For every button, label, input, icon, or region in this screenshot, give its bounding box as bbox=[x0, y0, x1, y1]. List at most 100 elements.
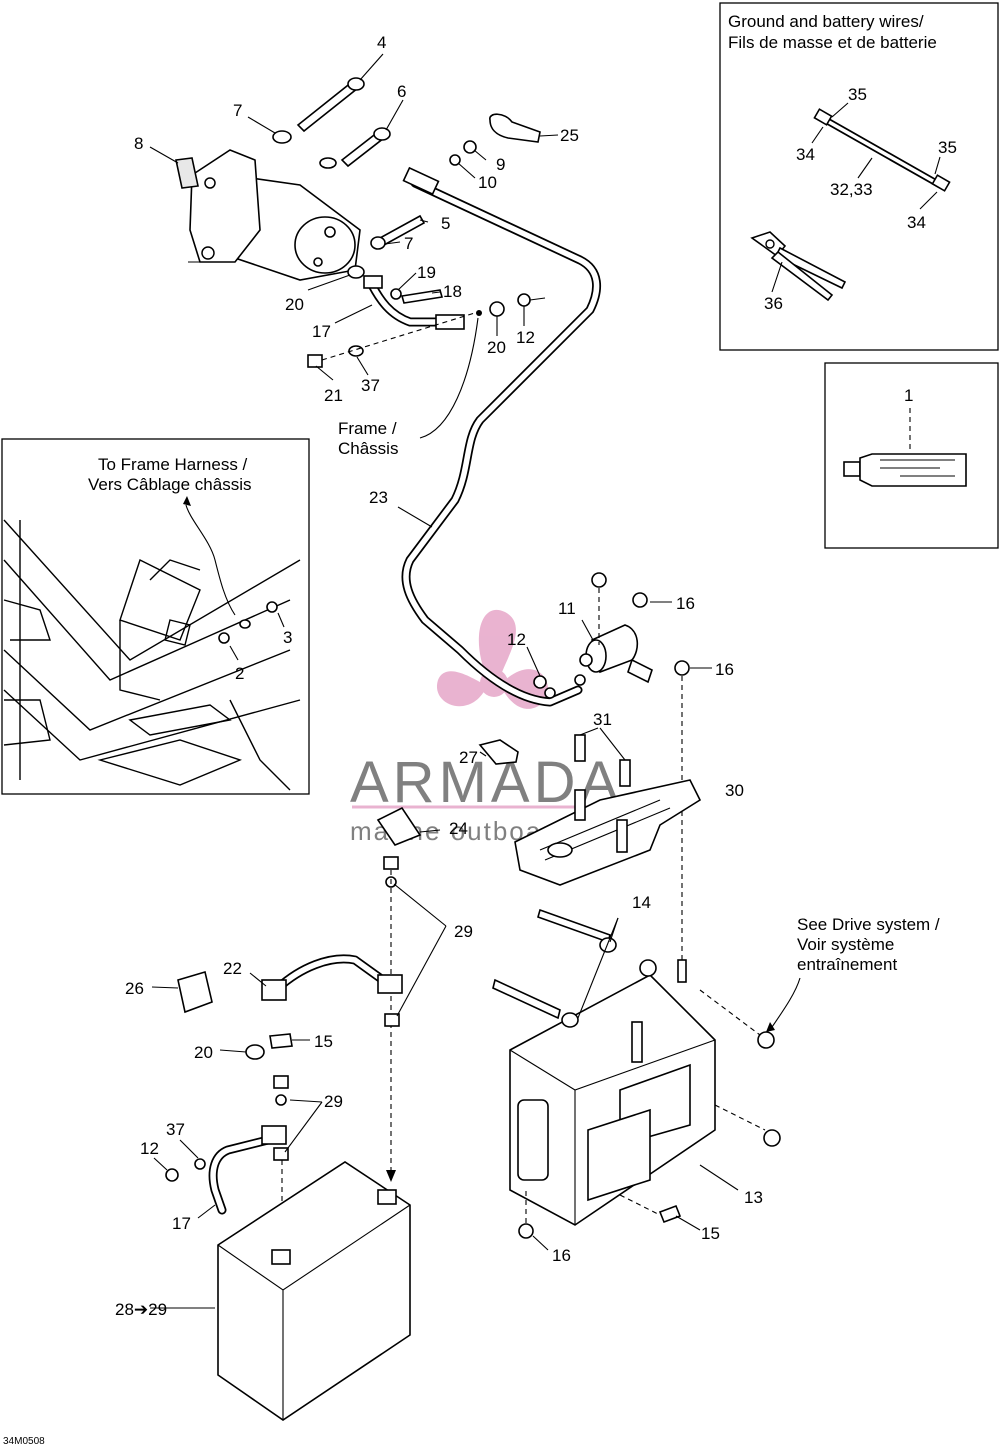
label-16c: 16 bbox=[552, 1246, 571, 1265]
label-23: 23 bbox=[369, 488, 388, 507]
cable-lug-icon bbox=[435, 314, 465, 330]
label-drive-1: See Drive system / bbox=[797, 915, 940, 934]
bolt-icon bbox=[383, 856, 399, 870]
solenoid-icon bbox=[574, 624, 653, 686]
inset-ground-label-35a: 35 bbox=[848, 85, 867, 104]
label-8: 8 bbox=[134, 134, 143, 153]
label-13: 13 bbox=[744, 1188, 763, 1207]
label-14: 14 bbox=[632, 893, 651, 912]
label-37b: 37 bbox=[166, 1120, 185, 1139]
bolt-icon bbox=[340, 127, 391, 168]
star-washer-icon bbox=[245, 1044, 265, 1060]
washer-icon bbox=[272, 130, 292, 144]
bolt-icon bbox=[273, 1075, 289, 1089]
washer-icon bbox=[561, 1012, 579, 1028]
nut-icon bbox=[384, 1013, 400, 1027]
starter-motor-icon bbox=[175, 149, 361, 281]
inset-frame-harness: To Frame Harness / Vers Câblage châssis … bbox=[1, 438, 310, 795]
nut-icon bbox=[674, 660, 690, 676]
nut-icon bbox=[533, 675, 547, 689]
inset-ground-title-fr: Fils de masse et de batterie bbox=[728, 33, 937, 52]
bolt-icon bbox=[378, 214, 426, 247]
spacer-icon bbox=[574, 734, 586, 762]
inset-frame-label-3: 3 bbox=[283, 628, 292, 647]
inset-frame-title-en: To Frame Harness / bbox=[98, 455, 248, 474]
label-7b: 7 bbox=[404, 234, 413, 253]
drawing-code: 34M0508 bbox=[3, 1436, 45, 1447]
label-22: 22 bbox=[223, 959, 242, 978]
nut-icon bbox=[517, 293, 531, 307]
label-31: 31 bbox=[593, 710, 612, 729]
inset-frame-title-fr: Vers Câblage châssis bbox=[88, 475, 251, 494]
ground-wire-icon bbox=[813, 108, 951, 192]
label-18: 18 bbox=[443, 282, 462, 301]
washer-icon bbox=[390, 288, 402, 300]
crimping-pliers-icon bbox=[750, 231, 847, 302]
mounting-bracket-icon bbox=[514, 779, 702, 886]
grease-tube-icon bbox=[843, 453, 967, 487]
label-battery-28-29: 28➔29 bbox=[115, 1300, 167, 1319]
nut-icon bbox=[763, 1129, 781, 1147]
nut-icon bbox=[518, 1223, 534, 1239]
nut-icon bbox=[591, 572, 607, 588]
washer-icon bbox=[370, 236, 386, 250]
spacer-icon bbox=[619, 759, 631, 787]
fuse-holder-icon bbox=[478, 739, 519, 765]
terminal-boot-icon bbox=[376, 806, 422, 846]
terminal-boot-icon bbox=[489, 113, 541, 143]
bolt-icon bbox=[296, 77, 365, 133]
washer-icon bbox=[599, 937, 617, 953]
inset-item-1: 1 bbox=[824, 362, 999, 549]
label-20a: 20 bbox=[285, 295, 304, 314]
label-12a: 12 bbox=[516, 328, 535, 347]
inset-tube-label-1: 1 bbox=[904, 386, 913, 405]
cable-lug-icon bbox=[261, 979, 287, 1001]
nut-icon bbox=[165, 1168, 179, 1182]
inset-ground-label-32-33: 32,33 bbox=[830, 180, 873, 199]
label-12b: 12 bbox=[507, 630, 526, 649]
terminal-cover-icon bbox=[177, 970, 213, 1014]
label-25: 25 bbox=[560, 126, 579, 145]
washer-icon bbox=[544, 687, 556, 699]
label-29b: 29 bbox=[324, 1092, 343, 1111]
label-7a: 7 bbox=[233, 101, 242, 120]
inset-ground-title-en: Ground and battery wires/ bbox=[728, 12, 924, 31]
nut-icon bbox=[632, 592, 648, 608]
label-17a: 17 bbox=[312, 322, 331, 341]
bolt-icon bbox=[492, 978, 561, 1020]
washer-icon bbox=[449, 154, 461, 166]
washer-icon bbox=[194, 1158, 206, 1170]
nut-icon bbox=[463, 140, 477, 154]
label-26: 26 bbox=[125, 979, 144, 998]
label-16b: 16 bbox=[715, 660, 734, 679]
inset-frame-label-2: 2 bbox=[235, 664, 244, 683]
label-37a: 37 bbox=[361, 376, 380, 395]
label-21: 21 bbox=[324, 386, 343, 405]
battery-tray-icon bbox=[509, 959, 716, 1226]
label-9: 9 bbox=[496, 155, 505, 174]
star-washer-icon bbox=[347, 265, 365, 279]
inset-ground-label-35b: 35 bbox=[938, 138, 957, 157]
label-15b: 15 bbox=[701, 1224, 720, 1243]
label-frame-fr: Châssis bbox=[338, 439, 398, 458]
bolt-icon bbox=[307, 354, 323, 368]
frame-structure-icon bbox=[3, 519, 301, 791]
label-20b: 20 bbox=[487, 338, 506, 357]
label-frame-en: Frame / bbox=[338, 419, 397, 438]
label-20c: 20 bbox=[194, 1043, 213, 1062]
label-16a: 16 bbox=[676, 594, 695, 613]
bolt-icon bbox=[537, 908, 611, 944]
label-drive-3: entraînement bbox=[797, 955, 897, 974]
watermark-brand: ARMADA bbox=[350, 750, 622, 815]
label-5: 5 bbox=[441, 214, 450, 233]
label-11: 11 bbox=[558, 599, 576, 618]
label-29a: 29 bbox=[454, 922, 473, 941]
label-12c: 12 bbox=[140, 1139, 159, 1158]
inset-ground-label-34b: 34 bbox=[907, 213, 926, 232]
star-washer-icon bbox=[489, 301, 505, 317]
cable-lug-icon bbox=[377, 974, 403, 994]
bolt-icon bbox=[269, 1033, 293, 1049]
leader-lines bbox=[149, 53, 801, 1309]
label-27: 27 bbox=[459, 748, 478, 767]
